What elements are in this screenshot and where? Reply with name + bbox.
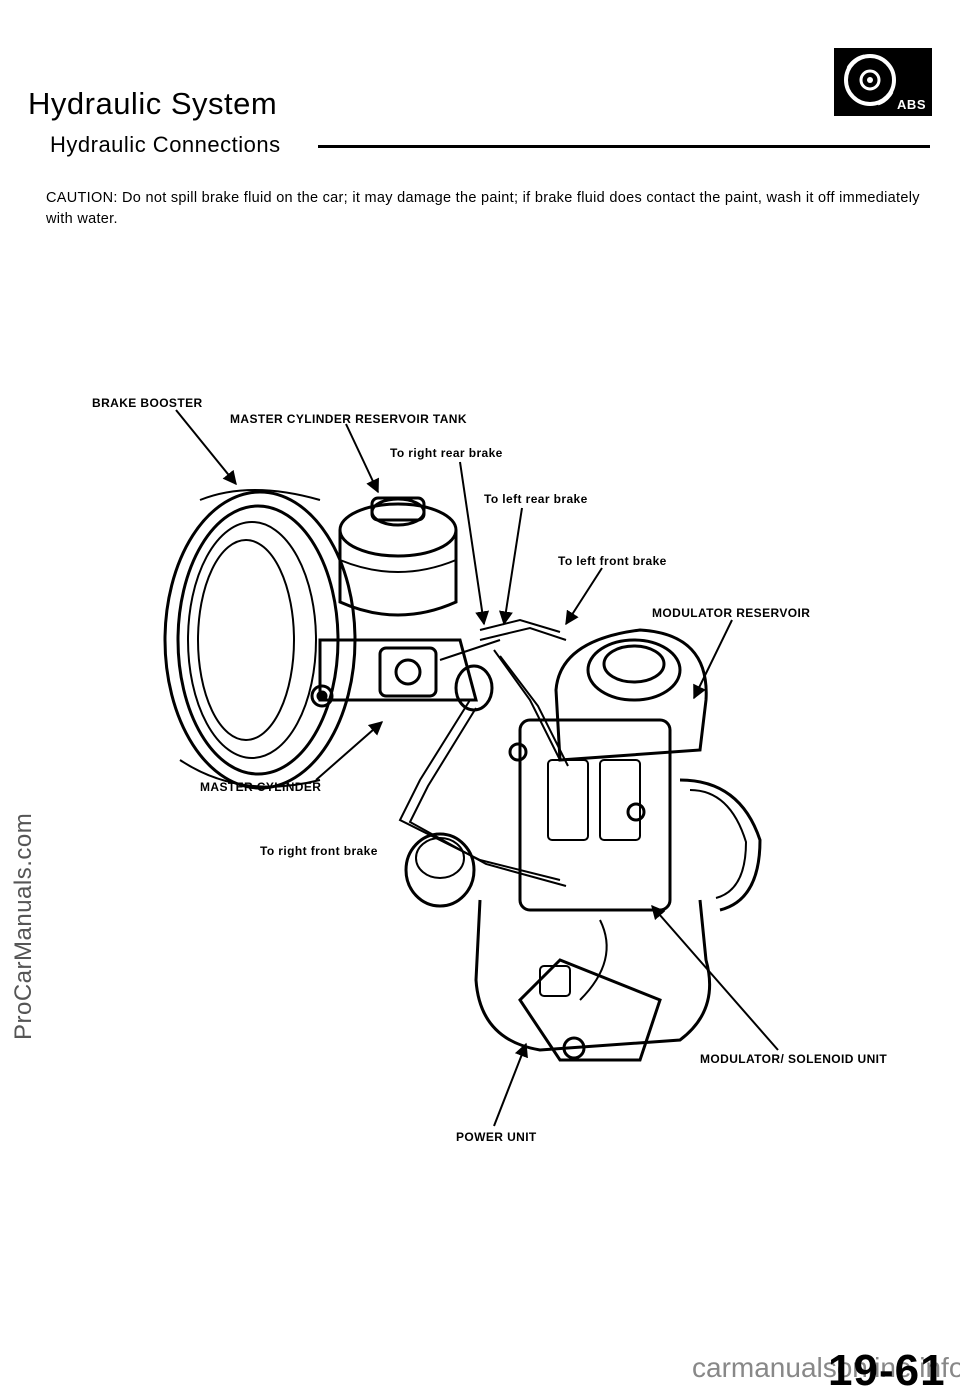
label-to-left-rear-brake: To left rear brake (484, 492, 588, 506)
master-cylinder-drawing (318, 638, 501, 712)
leader-lines (175, 409, 779, 1127)
label-brake-booster: BRAKE BOOSTER (92, 396, 203, 410)
label-modulator-solenoid-unit: MODULATOR/ SOLENOID UNIT (700, 1052, 888, 1066)
label-master-cylinder-reservoir-tank: MASTER CYLINDER RESERVOIR TANK (230, 412, 467, 426)
abs-badge: ABS (834, 48, 932, 116)
label-power-unit: POWER UNIT (456, 1130, 537, 1144)
brake-lines (398, 618, 569, 887)
page-title: Hydraulic System (28, 86, 278, 121)
label-modulator-reservoir: MODULATOR RESERVOIR (652, 606, 811, 620)
master-cylinder-reservoir-drawing (338, 496, 458, 617)
caution-text: CAUTION: Do not spill brake fluid on the… (46, 190, 920, 227)
section-rule (318, 145, 930, 148)
label-master-cylinder: MASTER CYLINDER (200, 780, 322, 794)
modulator-solenoid-drawing (508, 718, 762, 912)
brake-disc-icon (844, 54, 896, 106)
label-to-right-rear-brake: To right rear brake (390, 446, 503, 460)
abs-label: ABS (897, 97, 926, 112)
power-unit-drawing (404, 832, 712, 1062)
label-to-right-front-brake: To right front brake (260, 844, 378, 858)
footer-watermark: carmanualsonline.info (692, 1352, 960, 1383)
section-subtitle: Hydraulic Connections (50, 132, 281, 157)
page-number: 19-61 (828, 1346, 946, 1395)
label-to-left-front-brake: To left front brake (558, 554, 667, 568)
side-watermark: ProCarManuals.com (10, 812, 37, 1040)
modulator-reservoir-drawing (554, 628, 708, 762)
